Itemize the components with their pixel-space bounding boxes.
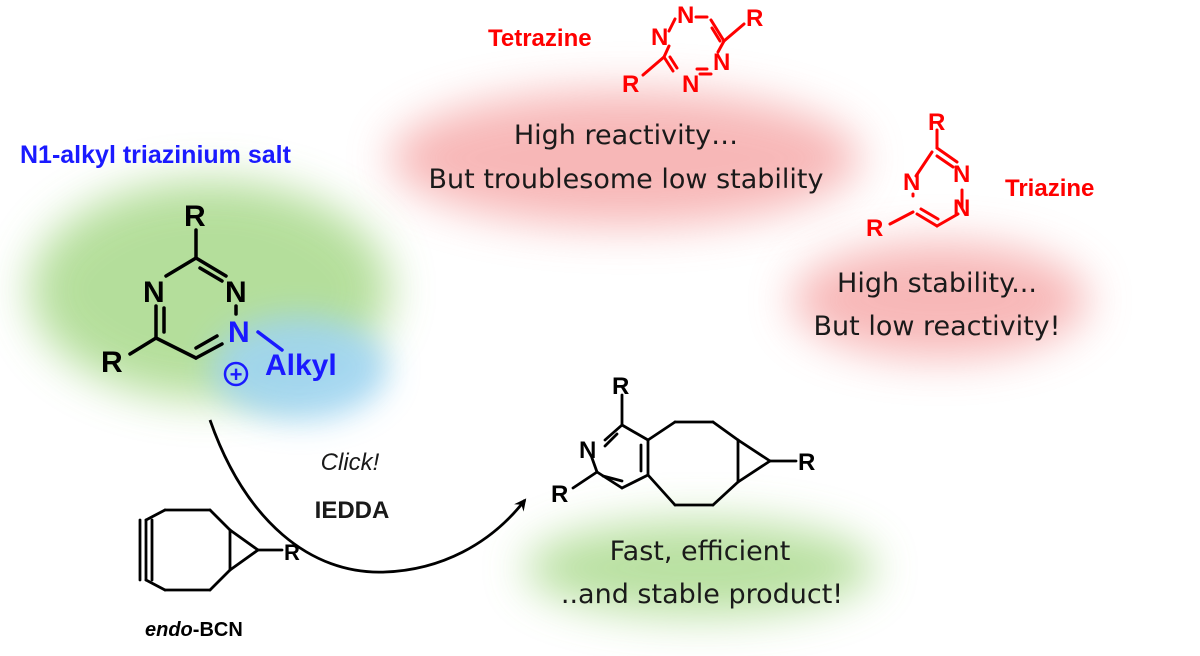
tetrazine-atom-n4: N [682,71,699,98]
salt-atom-n2: N [225,276,247,309]
triazine-atom-r-left: R [866,215,883,242]
triazine-atom-n-left: N [903,169,920,196]
positive-charge-sign: + [230,362,243,387]
product-caption-glow [525,520,875,616]
triazine-caption-line1: High stability... [837,268,1037,299]
product-atom-r-right: R [798,449,815,476]
salt-atom-n1: N [228,316,250,349]
tetrazine-atom-n1: N [651,24,668,51]
iedda-label: IEDDA [315,497,390,524]
product-atom-r-left: R [551,481,568,508]
tetrazine-caption-line1: High reactivity… [514,120,738,151]
bcn-label: endo-BCN [145,619,243,641]
salt-title: N1-alkyl triazinium salt [20,141,292,169]
triazine-atom-n-right2: N [953,195,970,222]
triazine-label: Triazine [1005,175,1094,202]
tetrazine-atom-r2: R [622,71,639,98]
click-label: Click! [321,449,380,476]
bcn-label-italic: endo [145,619,193,641]
bcn-atom-r: R [284,540,300,565]
tetrazine-label: Tetrazine [488,25,592,52]
tetrazine-atom-r1: R [746,5,763,32]
product-atom-n: N [579,437,596,464]
product-atom-r-top: R [612,373,629,400]
product-caption-line2: ..and stable product! [561,579,843,610]
triazine-caption-line2: But low reactivity! [814,311,1061,342]
triazine-atom-n-right1: N [953,161,970,188]
tetrazine-atom-n2: N [677,2,694,29]
salt-atom-n4: N [143,276,165,309]
reaction-arrow [208,419,527,574]
salt-blue-glow [212,316,388,420]
tetrazine-structure: Tetrazine N N N N R R [488,2,763,98]
triazine-structure: Triazine R N N N R [866,109,1094,242]
tetrazine-atom-n3: N [713,49,730,76]
positive-charge-circle [223,361,249,387]
product-caption-line1: Fast, efficient [610,536,791,567]
endo-bcn-structure: R endo-BCN [138,508,300,641]
bcn-label-rest: -BCN [193,619,243,641]
tetrazine-caption-glow [390,90,860,226]
product-structure: R N R R [551,373,815,508]
triazine-atom-r-top: R [928,109,945,136]
triazinium-structure: R N N N R Alkyl + [101,200,337,387]
salt-atom-r-top: R [184,200,206,233]
tetrazine-caption-line2: But troublesome low stability [429,164,824,195]
triazine-caption-glow [792,242,1088,358]
salt-atom-r-left: R [101,346,123,379]
salt-alkyl-label: Alkyl [265,349,337,382]
